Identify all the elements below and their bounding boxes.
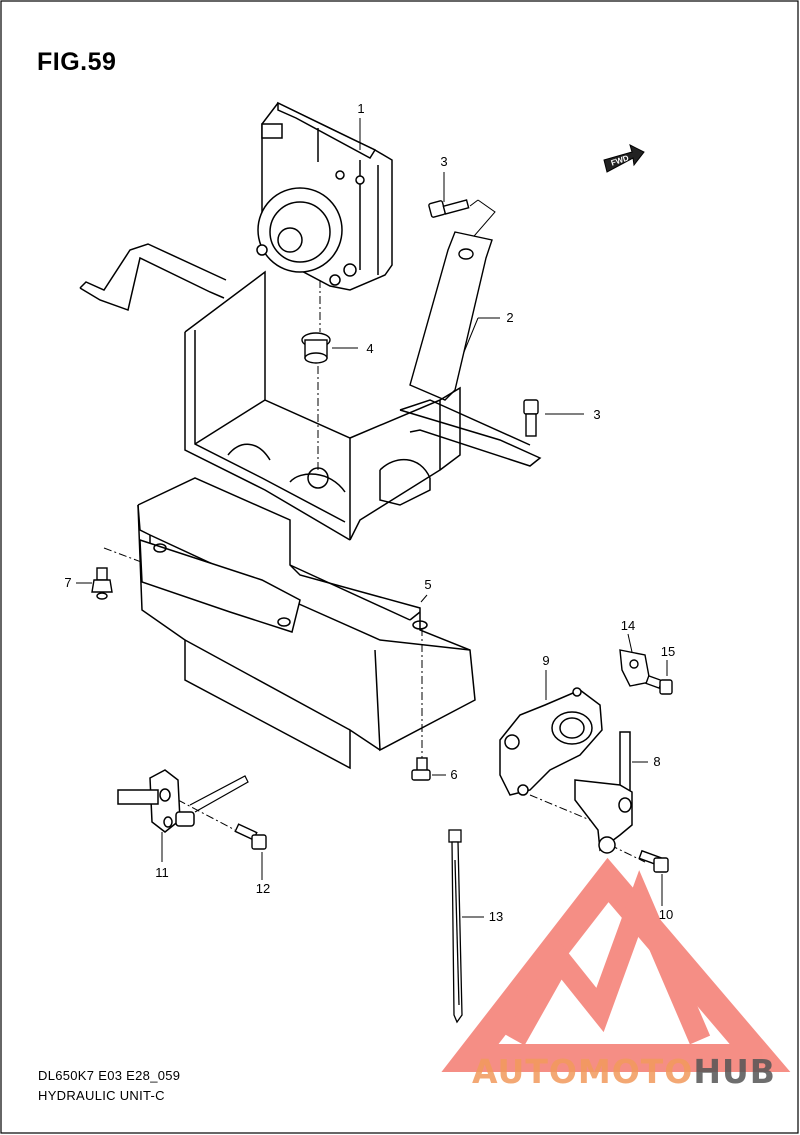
callout-leaders (359, 118, 500, 353)
part-3-bolt-top (428, 199, 470, 218)
part-9-sensor-bracket (499, 687, 603, 796)
part-7-clip (91, 567, 113, 600)
watermark-text: AUTOMOTOHUB (472, 1052, 776, 1091)
callout-13: 13 (488, 909, 504, 924)
callout-10: 10 (658, 907, 674, 922)
watermark-text-part1: AUTOMOTO (472, 1052, 694, 1091)
watermark-m-glyph (505, 870, 711, 1046)
part-14-plate-nut (619, 649, 651, 687)
callout-14: 14 (620, 618, 636, 633)
fwd-arrow-icon (603, 144, 645, 173)
callout-3-top: 3 (440, 154, 448, 169)
callout-4: 4 (366, 341, 374, 356)
footer-diagram-code: DL650K7 E03 E28_059 (38, 1068, 181, 1083)
figure-title: FIG.59 (37, 48, 117, 76)
assembly-centerlines (103, 280, 646, 863)
watermark-logo (441, 857, 791, 1072)
part-4-grommet (301, 332, 331, 364)
part-8-speed-sensor (574, 731, 633, 854)
part-1-hydraulic-unit (256, 101, 393, 291)
footer-section-name: HYDRAULIC UNIT-C (38, 1088, 165, 1103)
part-10-bolt (638, 849, 669, 873)
callout-15: 15 (660, 644, 676, 659)
callout-1: 1 (357, 101, 365, 116)
part-6-bolt (411, 757, 431, 781)
callout-5: 5 (424, 577, 432, 592)
watermark-triangle (441, 857, 791, 1072)
callout-2: 2 (506, 310, 514, 325)
part-13-cable-tie (448, 829, 463, 1024)
part-2-stay-bracket (409, 231, 493, 401)
part-11-rear-sensor (117, 769, 195, 833)
part-3-bolt-right (523, 399, 539, 437)
part-5-lower-cover (137, 477, 476, 770)
callout-3-right: 3 (593, 407, 601, 422)
watermark-text-part2: HUB (693, 1052, 776, 1091)
part-12-bolt (234, 823, 267, 850)
callout-9: 9 (542, 653, 550, 668)
callout-8: 8 (653, 754, 661, 769)
callout-12: 12 (255, 881, 271, 896)
part-15-screw (645, 674, 673, 695)
main-bracket-frame (79, 243, 542, 541)
callout-11: 11 (155, 865, 169, 880)
callout-6: 6 (450, 767, 458, 782)
sensor-lead-wire (189, 775, 249, 813)
callout-7: 7 (64, 575, 72, 590)
